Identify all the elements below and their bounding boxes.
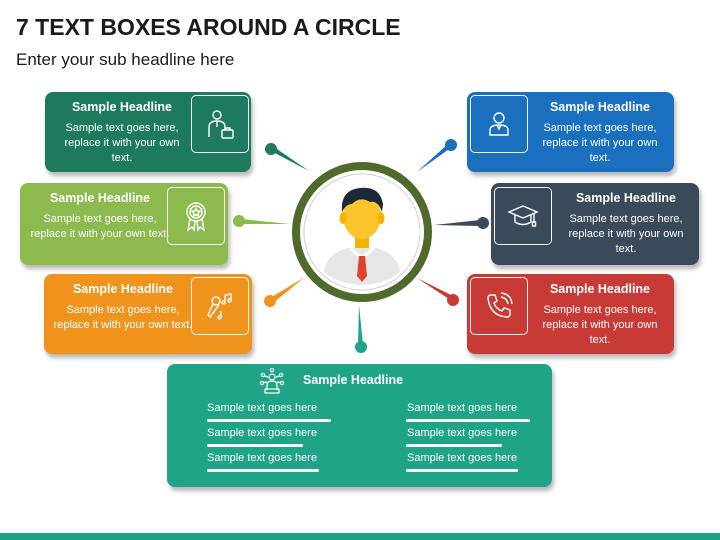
bottom-right-item: Sample text goes here: [407, 402, 518, 414]
bottom-left-item: Sample text goes here: [207, 427, 318, 439]
bottom-right-item: Sample text goes here: [407, 452, 518, 464]
connector-dot-lower-left: [264, 295, 276, 307]
bottom-right-underline: [406, 469, 518, 472]
connector-dot-top-left: [265, 143, 277, 155]
box-lower-right: Sample Headline Sample text goes here, r…: [467, 274, 674, 354]
bottom-left-item: Sample text goes here: [207, 452, 318, 464]
footer-bar: [0, 533, 720, 540]
box-text: Sample text goes here, replace it with y…: [542, 304, 658, 346]
connector-mid-right: [434, 220, 480, 226]
box-headline: Sample Headline: [71, 100, 173, 114]
box-headline: Sample Headline: [549, 282, 651, 296]
businessman-briefcase-icon: [191, 95, 249, 153]
box-top-left: Sample Headline Sample text goes here, r…: [45, 92, 251, 172]
leader-network-icon: [259, 367, 285, 394]
connector-lower-left: [270, 277, 305, 303]
box-mid-right: Sample Headline Sample text goes here, r…: [491, 183, 699, 265]
box-text: Sample text goes here, replace it with y…: [64, 122, 180, 164]
connector-dot-lower-right: [447, 294, 459, 306]
microphone-music-icon: [191, 277, 249, 335]
box-text: Sample text goes here, replace it with y…: [542, 122, 658, 164]
bottom-left-underline: [207, 419, 331, 422]
box-top-right: Sample Headline Sample text goes here, r…: [467, 92, 674, 172]
graduation-cap-icon: [494, 187, 552, 245]
connector-bottom: [358, 305, 363, 345]
bottom-right-item: Sample text goes here: [407, 427, 518, 439]
slide-subtitle: Enter your sub headline here: [16, 50, 235, 69]
phone-call-icon: [470, 277, 528, 335]
connector-lower-right: [417, 278, 455, 301]
box-text: Sample text goes here, replace it with y…: [53, 304, 193, 331]
connector-mid-left: [241, 219, 290, 224]
box-headline: Sample Headline: [549, 100, 651, 114]
box-text: Sample text goes here, replace it with y…: [30, 213, 170, 240]
bottom-left-underline: [207, 469, 319, 472]
box-headline: Sample Headline: [303, 373, 404, 387]
connector-dot-bottom: [355, 341, 367, 353]
bottom-left-item: Sample text goes here: [207, 402, 318, 414]
connector-top-right: [417, 143, 452, 172]
bottom-left-underline: [207, 444, 303, 447]
box-mid-left: Sample Headline Sample text goes here, r…: [20, 183, 228, 265]
connector-dot-top-right: [445, 139, 457, 151]
award-badge-icon: [167, 187, 225, 245]
user-icon: [470, 95, 528, 153]
box-headline: Sample Headline: [72, 282, 174, 296]
box-headline: Sample Headline: [49, 191, 151, 205]
slide-title: 7 TEXT BOXES AROUND A CIRCLE: [16, 14, 401, 40]
box-bottom: Sample Headline Sample text goes here Sa…: [167, 364, 552, 487]
center-person-circle: [292, 162, 432, 302]
box-text: Sample text goes here, replace it with y…: [568, 213, 684, 255]
box-lower-left: Sample Headline Sample text goes here, r…: [44, 274, 252, 354]
connector-top-left: [271, 147, 309, 171]
bottom-right-underline: [406, 419, 530, 422]
box-headline: Sample Headline: [575, 191, 677, 205]
connector-dot-mid-left: [233, 215, 245, 227]
connector-dot-mid-right: [477, 217, 489, 229]
bottom-right-underline: [406, 444, 502, 447]
person-avatar-icon: [324, 187, 400, 285]
